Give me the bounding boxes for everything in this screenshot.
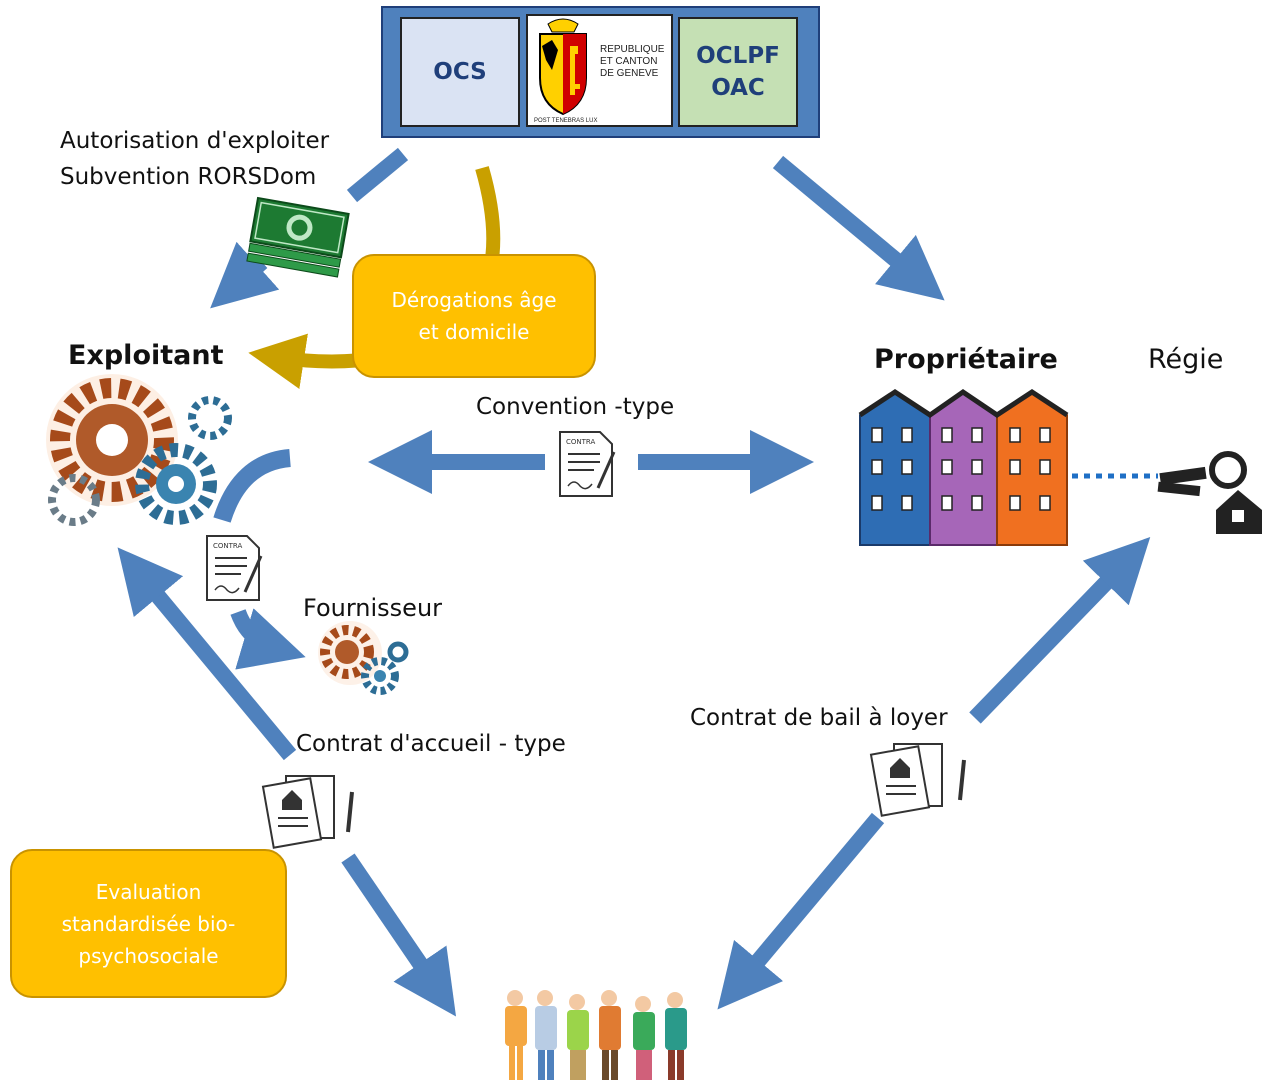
arrow-panel-to-money [346,147,409,203]
arrow-bail-to-proprietaire [969,537,1151,724]
oclpf-box: OCLPF OAC [678,17,798,127]
contract-bail-document-icon [869,743,966,817]
evaluation-line-3: psychosociale [78,943,219,968]
geneve-emblem-box: REPUBLIQUE ET CANTON DE GENEVE POST TENE… [526,14,673,127]
contract-document-header: CONTRA [566,438,595,446]
geneve-coat-of-arms-icon: REPUBLIQUE ET CANTON DE GENEVE POST TENE… [534,18,665,124]
evaluation-line-2: standardisée bio- [61,911,236,936]
ocs-box: OCS [400,17,520,127]
evaluation-box: Evaluation standardisée bio- psychosocia… [10,849,287,998]
geneve-line-3: DE GENEVE [600,68,659,79]
money-icon [246,196,350,278]
evaluation-line-1: Evaluation [95,879,202,904]
arrow-bail-to-residents [717,812,885,1010]
derogations-line-2: et domicile [418,320,530,344]
geneve-line-2: ET CANTON [600,56,657,67]
label-contrat-bail: Contrat de bail à loyer [690,705,948,731]
arrow-accueil-to-residents [341,853,457,1017]
label-exploitant: Exploitant [68,340,224,371]
label-contrat-accueil: Contrat d'accueil - type [296,731,566,757]
arrow-exploitant-curve [213,449,292,523]
geneve-motto: POST TENEBRAS LUX [534,118,597,124]
geneve-line-1: REPUBLIQUE [600,44,665,55]
oclpf-label: OCLPF [696,43,780,69]
buildings-icon [858,388,1069,546]
label-subvention: Subvention RORSDom [60,164,317,190]
keys-icon [1157,451,1262,534]
derogations-box: Dérogations âge et domicile [352,254,596,378]
label-proprietaire: Propriétaire [874,344,1058,375]
arrow-to-fournisseur [230,608,306,670]
contract-document-icon-exploitant: CONTRA [206,535,263,601]
label-autorisation: Autorisation d'exploiter [60,128,330,154]
arrow-panel-to-proprietaire [772,155,945,301]
label-regie: Régie [1148,344,1224,375]
residents-icon [505,990,687,1080]
arrow-money-to-exploitant [210,241,280,309]
label-convention: Convention -type [476,394,675,420]
arrow-accueil-to-exploitant [117,547,297,761]
contract-document-icon-convention: CONTRA [559,431,616,497]
ocs-label: OCS [433,59,487,85]
derogations-line-1: Dérogations âge [391,288,557,312]
contract-accueil-document-icon [261,775,354,849]
label-fournisseur: Fournisseur [303,594,443,622]
exploitant-gears-icon [46,374,232,526]
fournisseur-gears-icon [318,621,409,695]
oac-label: OAC [711,75,765,101]
contract-document-header: CONTRA [213,542,242,550]
